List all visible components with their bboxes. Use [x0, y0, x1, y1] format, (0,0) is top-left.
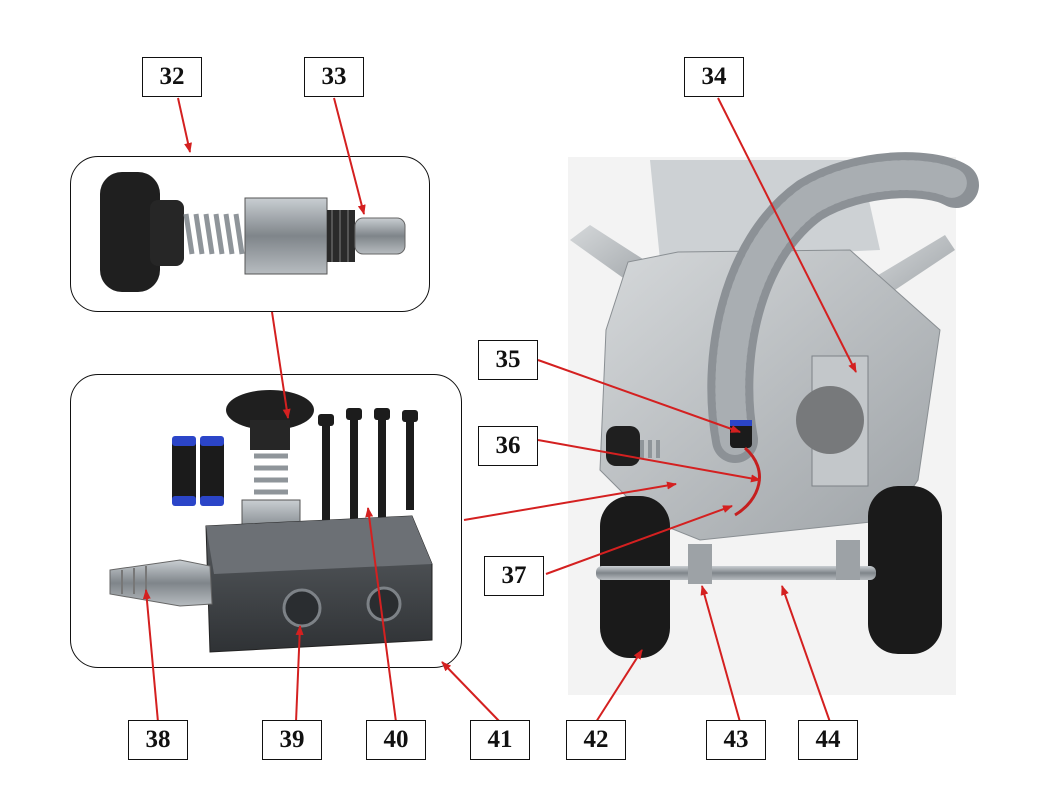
leader-35 — [537, 359, 741, 433]
leader-43 — [700, 585, 741, 723]
callout-39: 39 — [262, 720, 322, 760]
leader-33 — [333, 97, 366, 215]
leader-41 — [441, 661, 501, 723]
leader-39 — [295, 625, 304, 723]
callout-36: 36 — [478, 426, 538, 466]
callout-44: 44 — [798, 720, 858, 760]
callout-40: 40 — [366, 720, 426, 760]
leader-42 — [595, 649, 643, 723]
leader-lines — [142, 97, 857, 723]
callout-41: 41 — [470, 720, 530, 760]
callout-34: 34 — [684, 57, 744, 97]
leader-37 — [545, 505, 733, 575]
callout-32: 32 — [142, 57, 202, 97]
leader-34 — [717, 97, 857, 373]
leader-40 — [365, 507, 397, 723]
leader-38 — [142, 589, 159, 723]
callout-37: 37 — [484, 556, 544, 596]
leader-36 — [537, 439, 761, 483]
machine-illustration — [568, 152, 979, 695]
leader-panel-link-2 — [463, 481, 677, 521]
callout-43: 43 — [706, 720, 766, 760]
callout-35: 35 — [478, 340, 538, 380]
leader-panel-link-1 — [271, 311, 291, 419]
callout-33: 33 — [304, 57, 364, 97]
leader-44 — [781, 585, 831, 723]
indexing-pin-illustration — [100, 172, 406, 292]
valve-block-illustration — [109, 390, 433, 653]
callout-42: 42 — [566, 720, 626, 760]
callout-38: 38 — [128, 720, 188, 760]
leader-32 — [177, 97, 192, 153]
